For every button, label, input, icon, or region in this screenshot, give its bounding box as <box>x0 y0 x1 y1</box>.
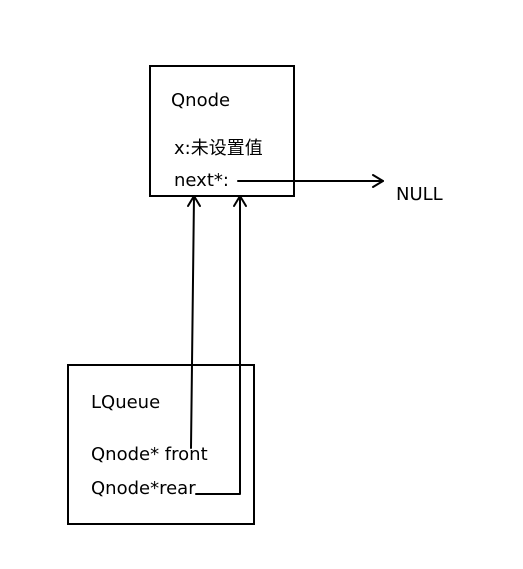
next-to-null-arrow <box>237 174 384 188</box>
front-pointer-arrow <box>187 195 201 449</box>
qnode-box <box>149 65 295 197</box>
qnode-field-next: next*: <box>174 170 229 191</box>
lqueue-title: LQueue <box>91 392 161 413</box>
qnode-field-x: x:未设置值 <box>174 138 263 159</box>
lqueue-field-rear: Qnode*rear <box>91 478 196 499</box>
rear-pointer-arrow <box>195 195 247 495</box>
lqueue-box <box>67 364 255 525</box>
qnode-title: Qnode <box>171 90 231 111</box>
lqueue-field-front: Qnode* front <box>91 444 208 465</box>
null-label: NULL <box>396 184 443 205</box>
